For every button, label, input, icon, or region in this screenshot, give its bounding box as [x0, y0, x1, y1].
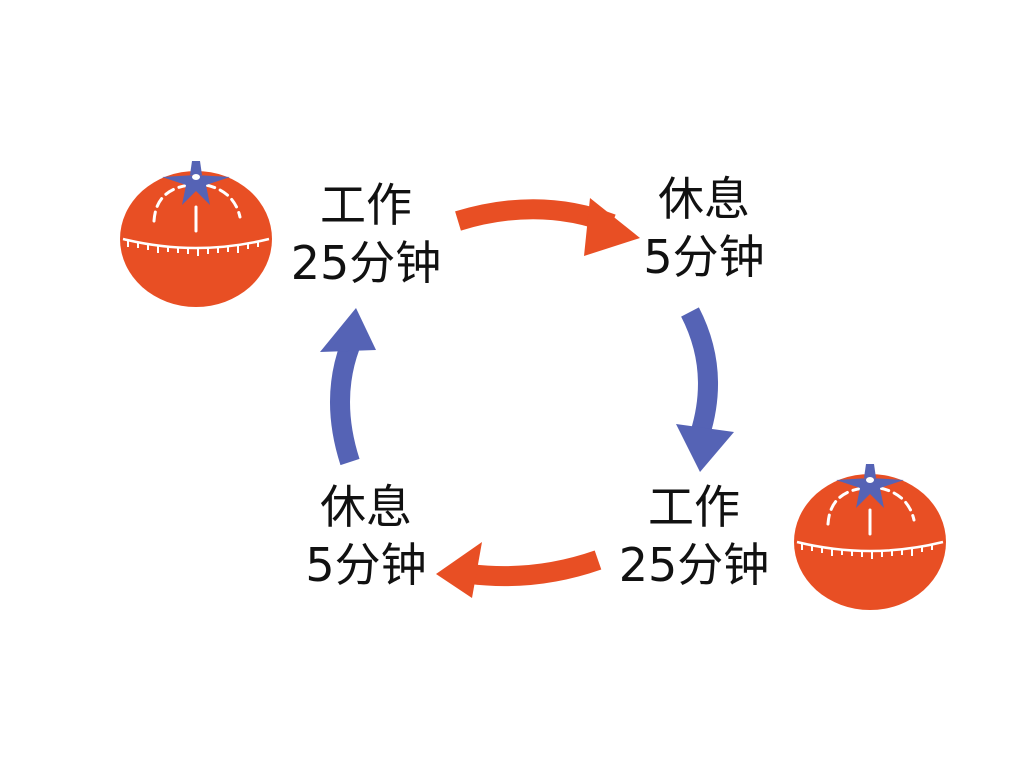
- arrow-work-to-rest-bottom: [436, 542, 602, 598]
- node-work-top-title: 工作: [320, 178, 412, 232]
- tomato-timer-icon: [792, 462, 948, 612]
- node-work-bottom-duration: 25分钟: [618, 538, 770, 592]
- arrow-rest-to-work: [676, 307, 734, 472]
- node-rest-left-duration: 5分钟: [305, 538, 427, 592]
- node-work-bottom-title: 工作: [648, 480, 740, 534]
- node-rest-right: 休息 5分钟: [604, 170, 804, 286]
- node-work-top: 工作 25分钟: [266, 176, 466, 292]
- node-rest-left-title: 休息: [320, 480, 412, 534]
- node-work-bottom: 工作 25分钟: [594, 478, 794, 594]
- node-rest-right-title: 休息: [658, 172, 750, 226]
- arrow-rest-to-work-top: [320, 308, 376, 466]
- node-rest-right-duration: 5分钟: [643, 230, 765, 284]
- node-rest-left: 休息 5分钟: [266, 478, 466, 594]
- tomato-timer-icon: [118, 159, 274, 309]
- node-work-top-duration: 25分钟: [290, 236, 442, 290]
- arrow-work-to-rest: [455, 198, 640, 256]
